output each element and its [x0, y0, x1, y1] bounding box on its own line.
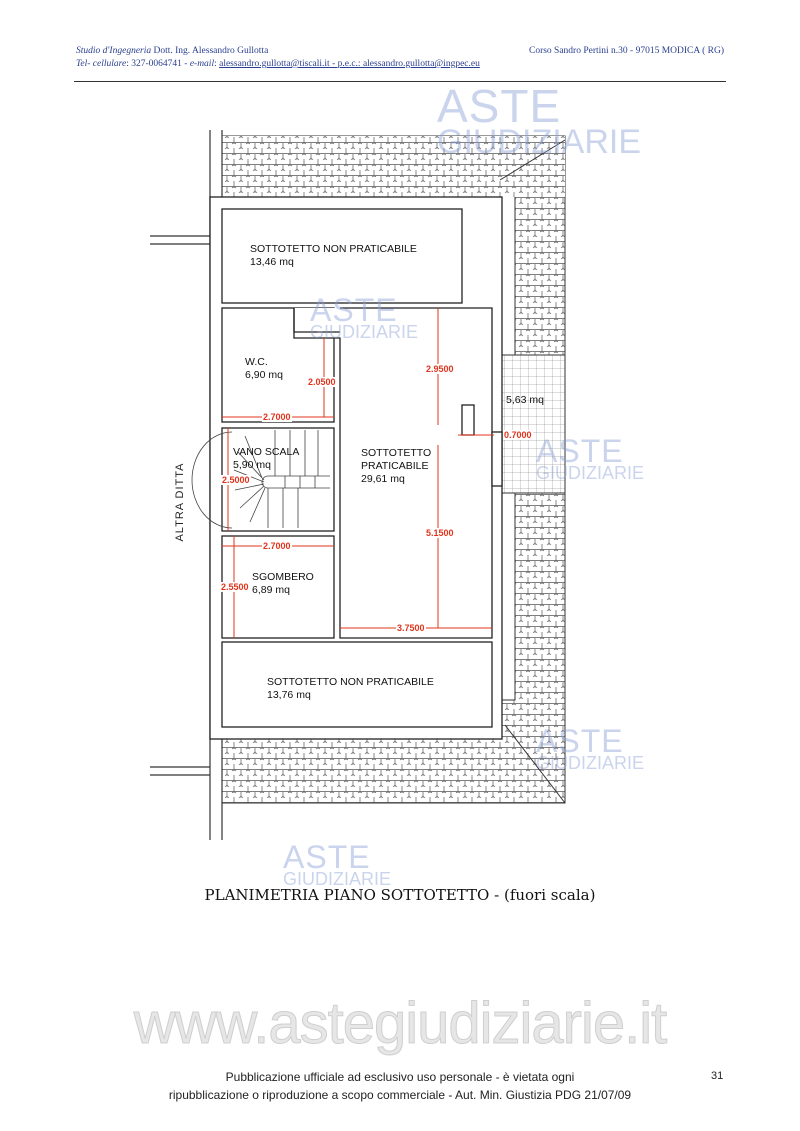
dim-main-width: 3.7500 [396, 623, 426, 633]
room-name: SOTTOTETTO NON PRATICABILE [267, 676, 434, 688]
phone-number: : 327-0064741 - [126, 59, 188, 69]
room-area: 6,90 mq [245, 369, 283, 381]
dim-storage-width: 2.7000 [262, 541, 292, 551]
room-stair: VANO SCALA 5,90 mq [233, 446, 299, 472]
header-contacts: Tel- cellulare: 327-0064741 - e-mail: al… [76, 59, 480, 69]
studio-name: Studio d'Ingegneria [76, 46, 152, 56]
dim-main-upper: 2.9500 [425, 364, 455, 374]
room-terrace: 5,63 mq [506, 394, 544, 407]
room-bottom-non-walkable: SOTTOTETTO NON PRATICABILE 13,76 mq [267, 676, 434, 702]
phone-label: Tel- cellulare [76, 59, 127, 69]
header-studio: Studio d'Ingegneria Dott. Ing. Alessandr… [76, 46, 268, 56]
room-top-non-walkable: SOTTOTETTO NON PRATICABILE 13,46 mq [250, 243, 417, 269]
footer-line-1: Pubblicazione ufficiale ad esclusivo uso… [225, 1070, 575, 1084]
footer-line-2: ripubblicazione o riproduzione a scopo c… [168, 1088, 632, 1102]
room-area: 6,89 mq [252, 584, 290, 596]
dim-storage-height: 2.5500 [220, 582, 250, 592]
dim-main-lower: 5.1500 [425, 528, 455, 538]
dim-stair-height: 2.5000 [221, 475, 251, 485]
dim-terrace-gap: 0.7000 [503, 430, 533, 440]
room-name: SOTTOTETTO NON PRATICABILE [250, 243, 417, 255]
room-area: 5,63 mq [506, 394, 544, 406]
dim-wc-height: 2.0500 [307, 377, 337, 387]
email-link[interactable]: alessandro.gullotta@tiscali.it [219, 59, 330, 69]
room-name: SGOMBERO [252, 571, 314, 583]
email-label: e-mail [189, 59, 215, 69]
header-rule [74, 81, 726, 82]
header-address: Corso Sandro Pertini n.30 - 97015 MODICA… [528, 46, 724, 56]
room-name-1: SOTTOTETTO [361, 447, 432, 459]
room-walkable: SOTTOTETTO PRATICABILE 29,61 mq [361, 447, 431, 486]
room-storage: SGOMBERO 6,89 mq [252, 571, 314, 597]
building-walls [209, 196, 503, 740]
site-watermark: www.astegiudiziarie.it [133, 991, 667, 1057]
dim-wc-width: 2.7000 [262, 412, 292, 422]
room-name: W.C. [245, 356, 268, 368]
room-area: 13,46 mq [250, 256, 294, 268]
page-number: 31 [711, 1070, 724, 1082]
plan-caption: PLANIMETRIA PIANO SOTTOTETTO - (fuori sc… [204, 886, 596, 904]
room-wc: W.C. 6,90 mq [245, 356, 283, 382]
engineer-name: Dott. Ing. Alessandro Gullotta [153, 46, 269, 56]
room-area: 13,76 mq [267, 689, 311, 701]
neighbour-label: ALTRA DITTA [174, 462, 186, 542]
room-name-2: PRATICABILE [361, 460, 429, 472]
room-name: VANO SCALA [233, 446, 300, 458]
room-area: 5,90 mq [233, 459, 271, 471]
staircase [191, 430, 330, 529]
pec-text[interactable]: - p.e.c.: alessandro.gullotta@ingpec.eu [329, 59, 480, 69]
room-area: 29,61 mq [361, 473, 405, 485]
